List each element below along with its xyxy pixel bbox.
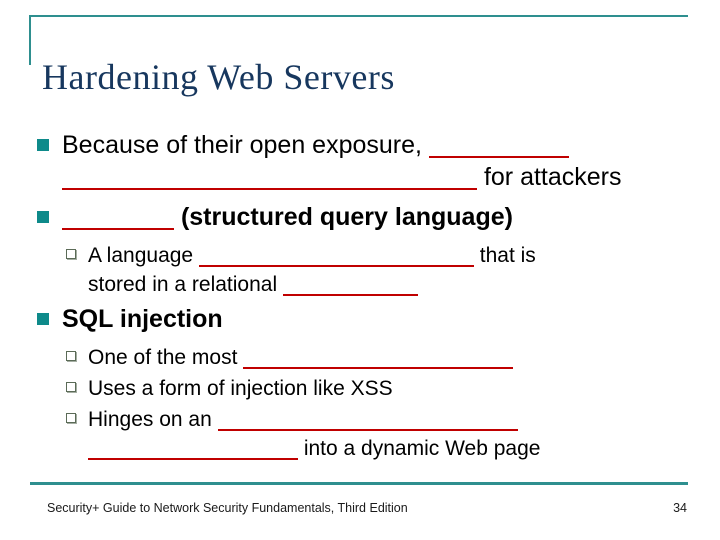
sub-bullet-item: One of the most [66, 343, 688, 372]
text-segment: A language [88, 244, 199, 267]
bullet-text: (structured query language) [62, 201, 688, 233]
bullet-square-icon [37, 139, 49, 151]
text-segment: SQL injection [62, 305, 223, 333]
text-segment [174, 203, 181, 231]
left-accent-line [29, 15, 31, 65]
text-segment: Because of their open exposure, [62, 131, 429, 159]
bullet-text: Because of their open exposure, for atta… [62, 129, 688, 193]
text-segment: Uses a form of injection like XSS [88, 377, 393, 400]
bullet-item: SQL injection [36, 303, 688, 335]
fill-in-blank [198, 265, 474, 267]
top-accent-line [29, 15, 688, 17]
sub-bullet-square-icon [66, 351, 76, 361]
fill-in-blank [217, 429, 518, 431]
slide-body: Because of their open exposure, for atta… [36, 129, 688, 465]
bullet-item: (structured query language) [36, 201, 688, 233]
sub-bullet-square-icon [66, 249, 76, 259]
sub-bullet-item: A language that is stored in a relational [66, 241, 688, 299]
bullet-text: SQL injection [62, 303, 688, 335]
text-segment: One of the most [88, 346, 244, 369]
sub-bullet-square-icon [66, 382, 76, 392]
bullet-text: Hinges on an into a dynamic Web page [88, 405, 688, 463]
fill-in-blank [62, 188, 477, 190]
footer-text: Security+ Guide to Network Security Fund… [47, 501, 408, 515]
sub-bullet-item: Uses a form of injection like XSS [66, 374, 688, 403]
bullet-square-icon [37, 313, 49, 325]
text-segment: stored in a relational [88, 273, 283, 296]
sub-bullet-item: Hinges on an into a dynamic Web page [66, 405, 688, 463]
text-segment: (structured query language) [180, 203, 513, 231]
fill-in-blank [62, 228, 174, 230]
text-segment: that is [473, 244, 536, 267]
slide-title: Hardening Web Servers [42, 57, 395, 97]
bullet-square-icon [37, 211, 49, 223]
footer: Security+ Guide to Network Security Fund… [30, 501, 688, 515]
text-segment: into a dynamic Web page [298, 437, 541, 460]
bullet-text: Uses a form of injection like XSS [88, 374, 688, 403]
fill-in-blank [88, 458, 298, 460]
sub-bullet-square-icon [66, 413, 76, 423]
bullet-text: One of the most [88, 343, 688, 372]
fill-in-blank [282, 294, 418, 296]
footer-divider-line [30, 482, 688, 485]
bullet-item: Because of their open exposure, for atta… [36, 129, 688, 193]
text-segment: for attackers [477, 163, 622, 191]
bullet-text: A language that is stored in a relational [88, 241, 688, 299]
page-number: 34 [673, 501, 687, 515]
text-segment: Hinges on an [88, 408, 218, 431]
fill-in-blank [428, 156, 569, 158]
fill-in-blank [243, 367, 514, 369]
